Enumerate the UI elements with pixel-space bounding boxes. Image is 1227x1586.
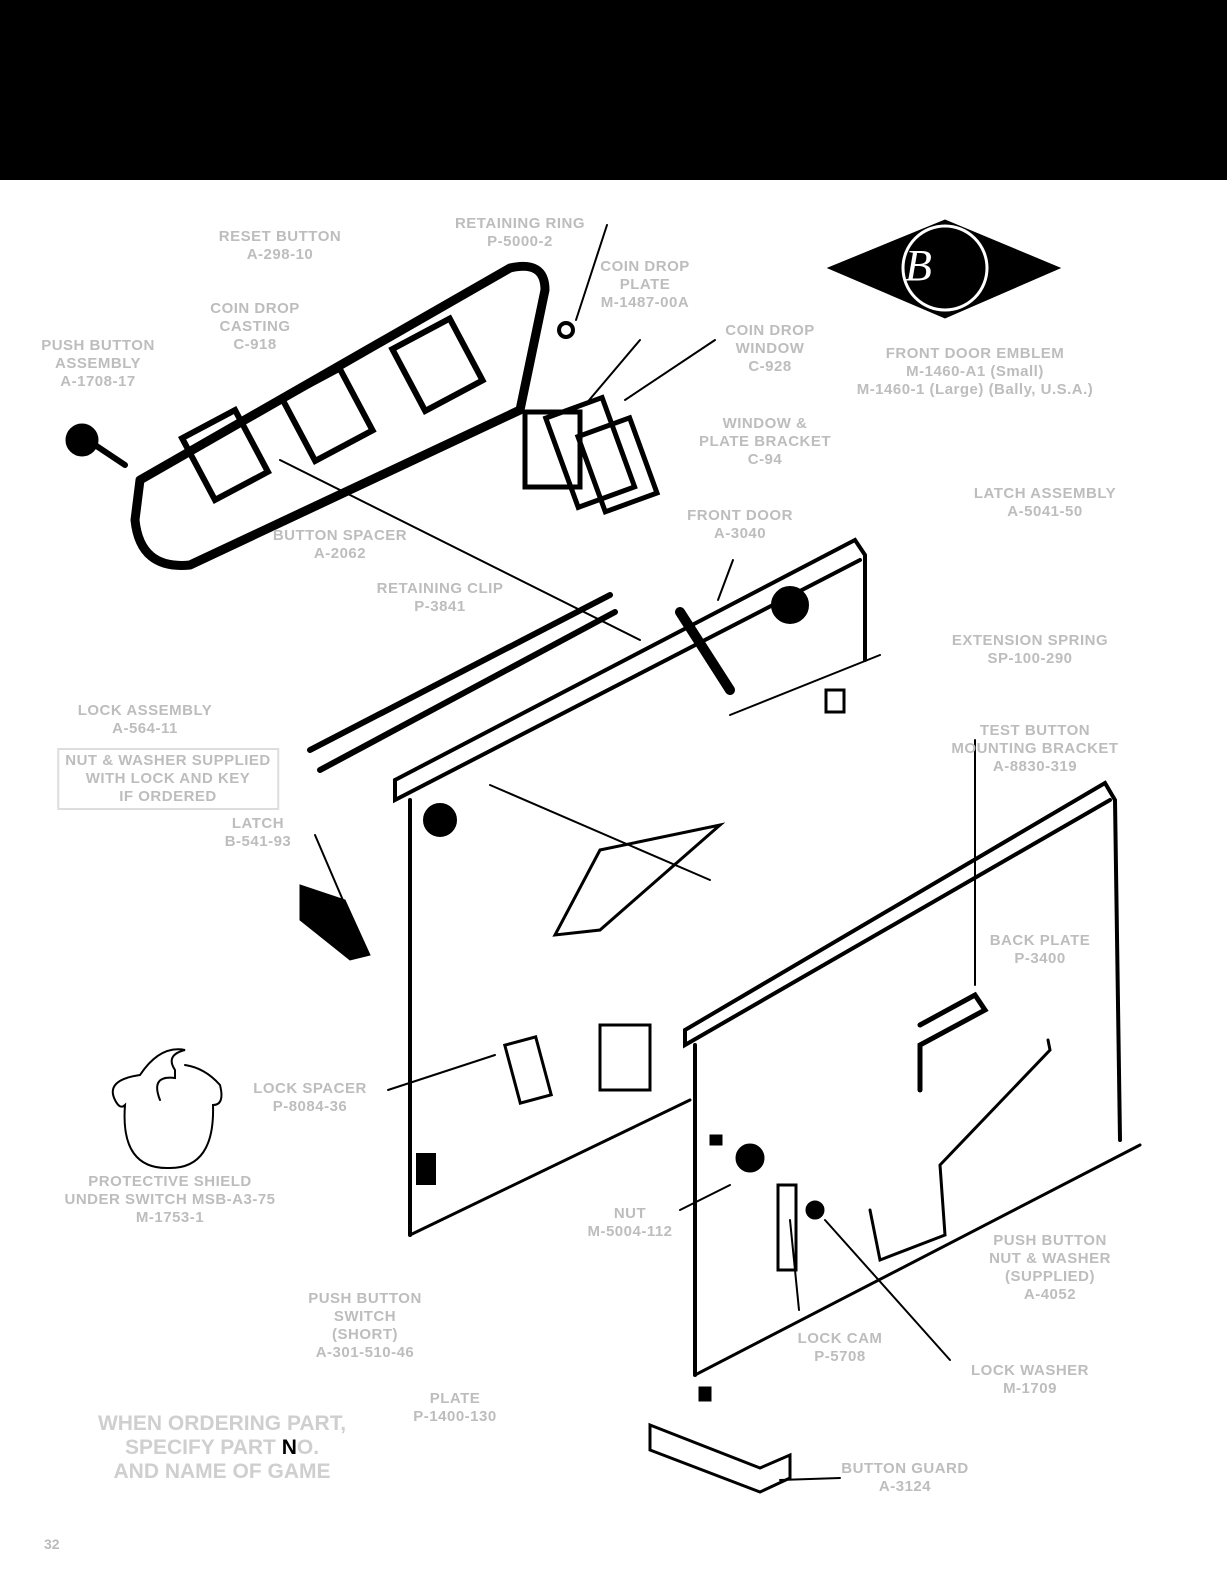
button-guard [648,1386,792,1494]
coin-drop-casting [130,261,550,570]
protective-shield-outline [111,1048,223,1170]
ordering-note: WHEN ORDERING PART, SPECIFY PART NO. AND… [97,1412,347,1483]
back-plate [683,780,1142,1377]
push-button-knob [65,423,99,457]
front-door [393,537,867,1237]
latch-slide [307,592,618,773]
bally-emblem: B [826,219,1062,319]
coin-drop-window-parts [522,394,661,516]
black-header-band [0,0,1227,180]
lock-parts [299,884,825,1272]
page-number: 32 [44,1536,60,1552]
retaining-ring [557,321,575,339]
svg-text:B: B [905,241,932,290]
